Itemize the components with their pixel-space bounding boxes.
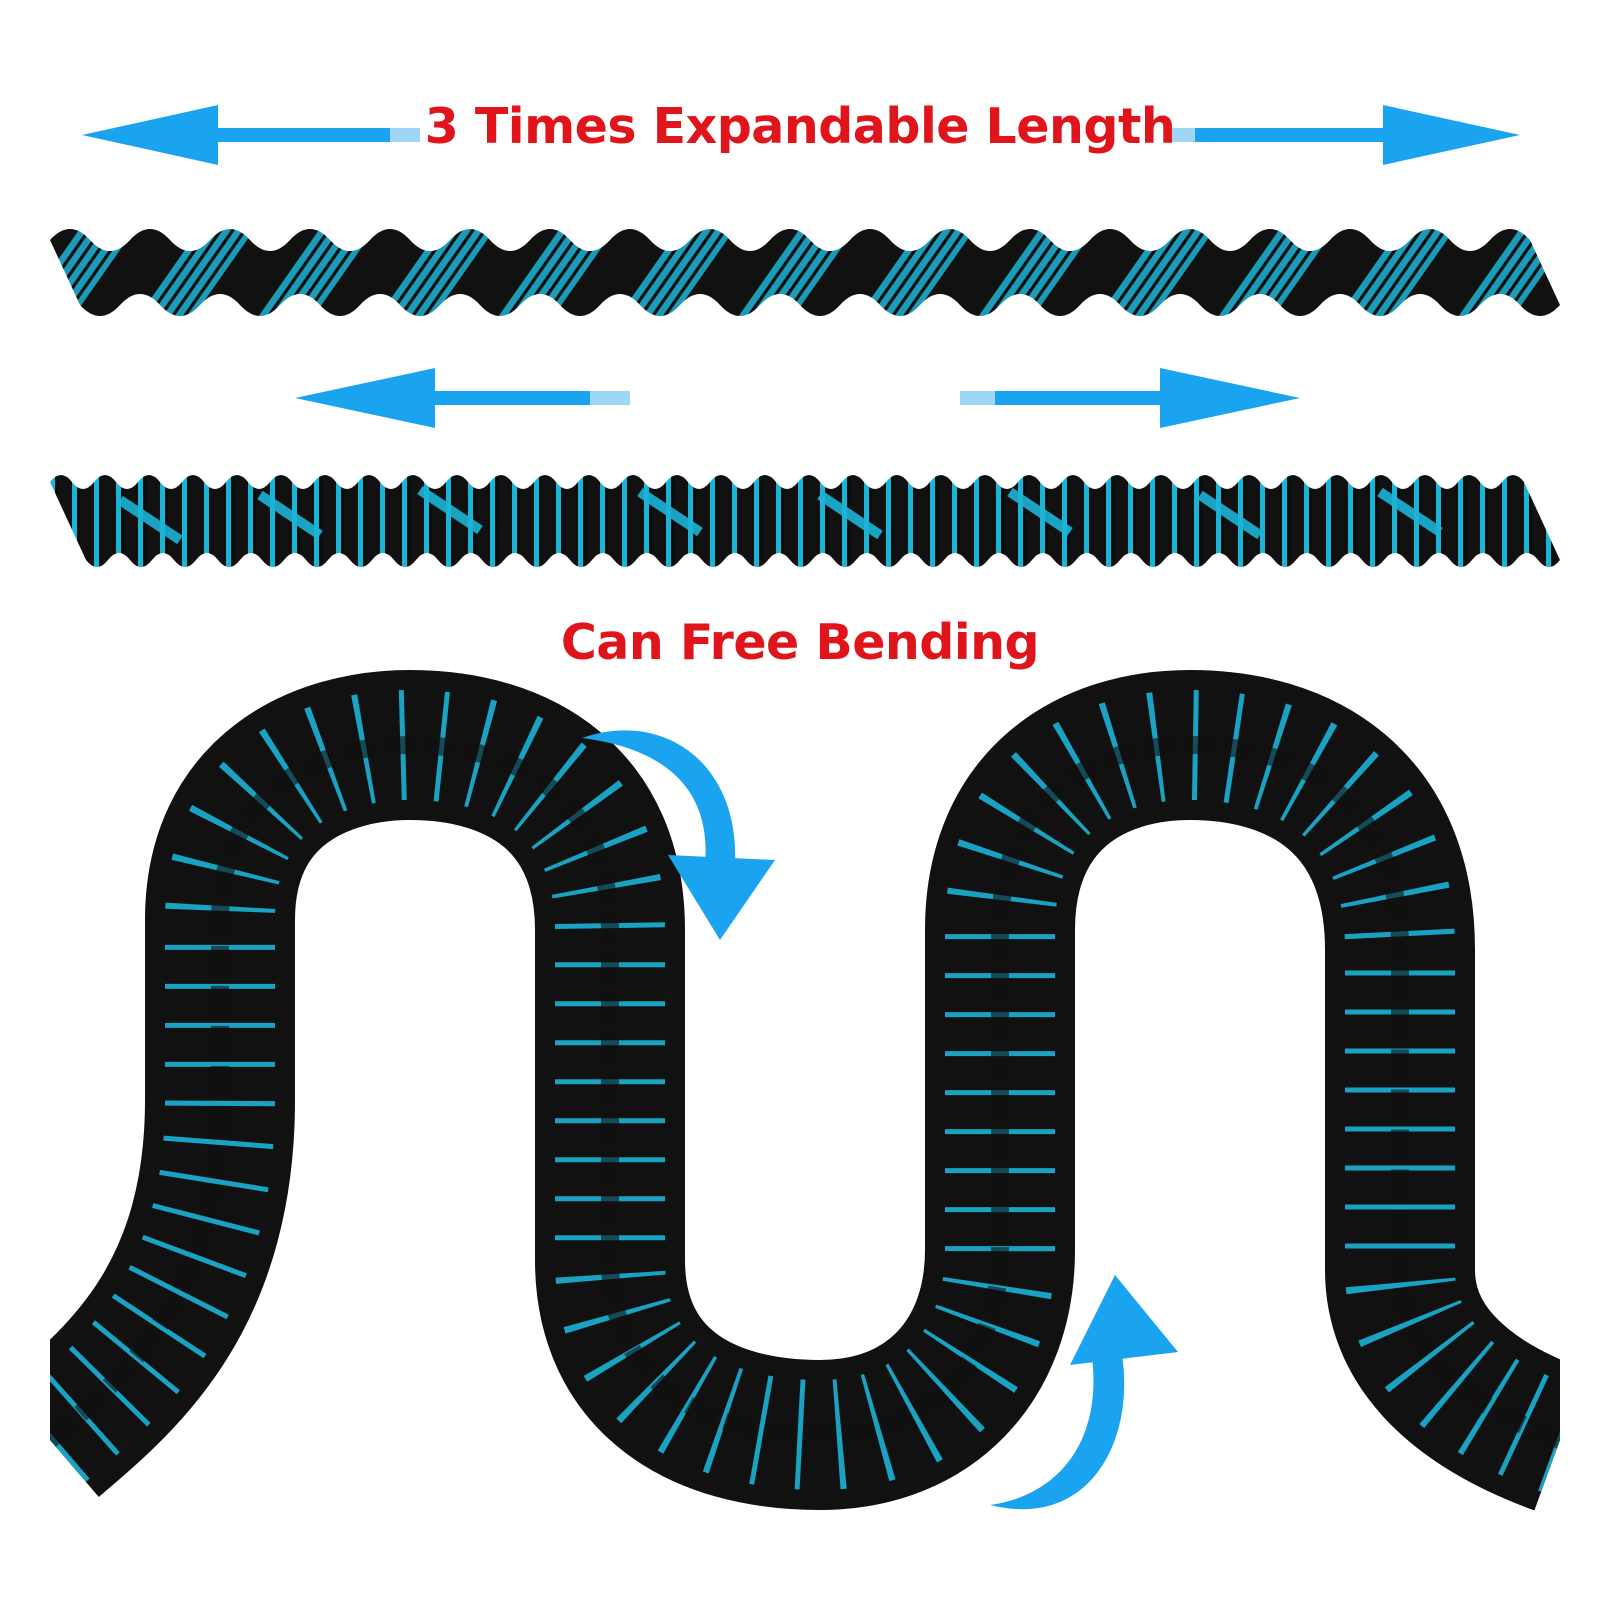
curved-arrow-bottom bbox=[990, 1275, 1178, 1510]
stretch-arrow-top bbox=[82, 105, 1520, 165]
curved-arrow-down-icon bbox=[582, 730, 736, 865]
curved-arrow-up-icon bbox=[990, 1355, 1125, 1510]
hose-bent bbox=[0, 669, 1600, 1600]
arrow-left-head-icon bbox=[82, 105, 218, 165]
arrow-left-head-icon bbox=[295, 368, 435, 428]
caption-expandable-length: 3 Times Expandable Length bbox=[424, 98, 1176, 155]
arrow-right-shaft bbox=[1185, 128, 1385, 142]
curved-arrow-top bbox=[582, 730, 775, 940]
stretch-arrow-middle bbox=[295, 368, 1300, 428]
arrow-right-head-icon bbox=[1383, 105, 1520, 165]
hose-stretched bbox=[50, 229, 1560, 316]
arrow-right-head-icon bbox=[1160, 368, 1300, 428]
caption-free-bending: Can Free Bending bbox=[560, 614, 1040, 671]
hose-compressed bbox=[50, 475, 1560, 567]
arrow-left-shaft bbox=[210, 128, 410, 142]
